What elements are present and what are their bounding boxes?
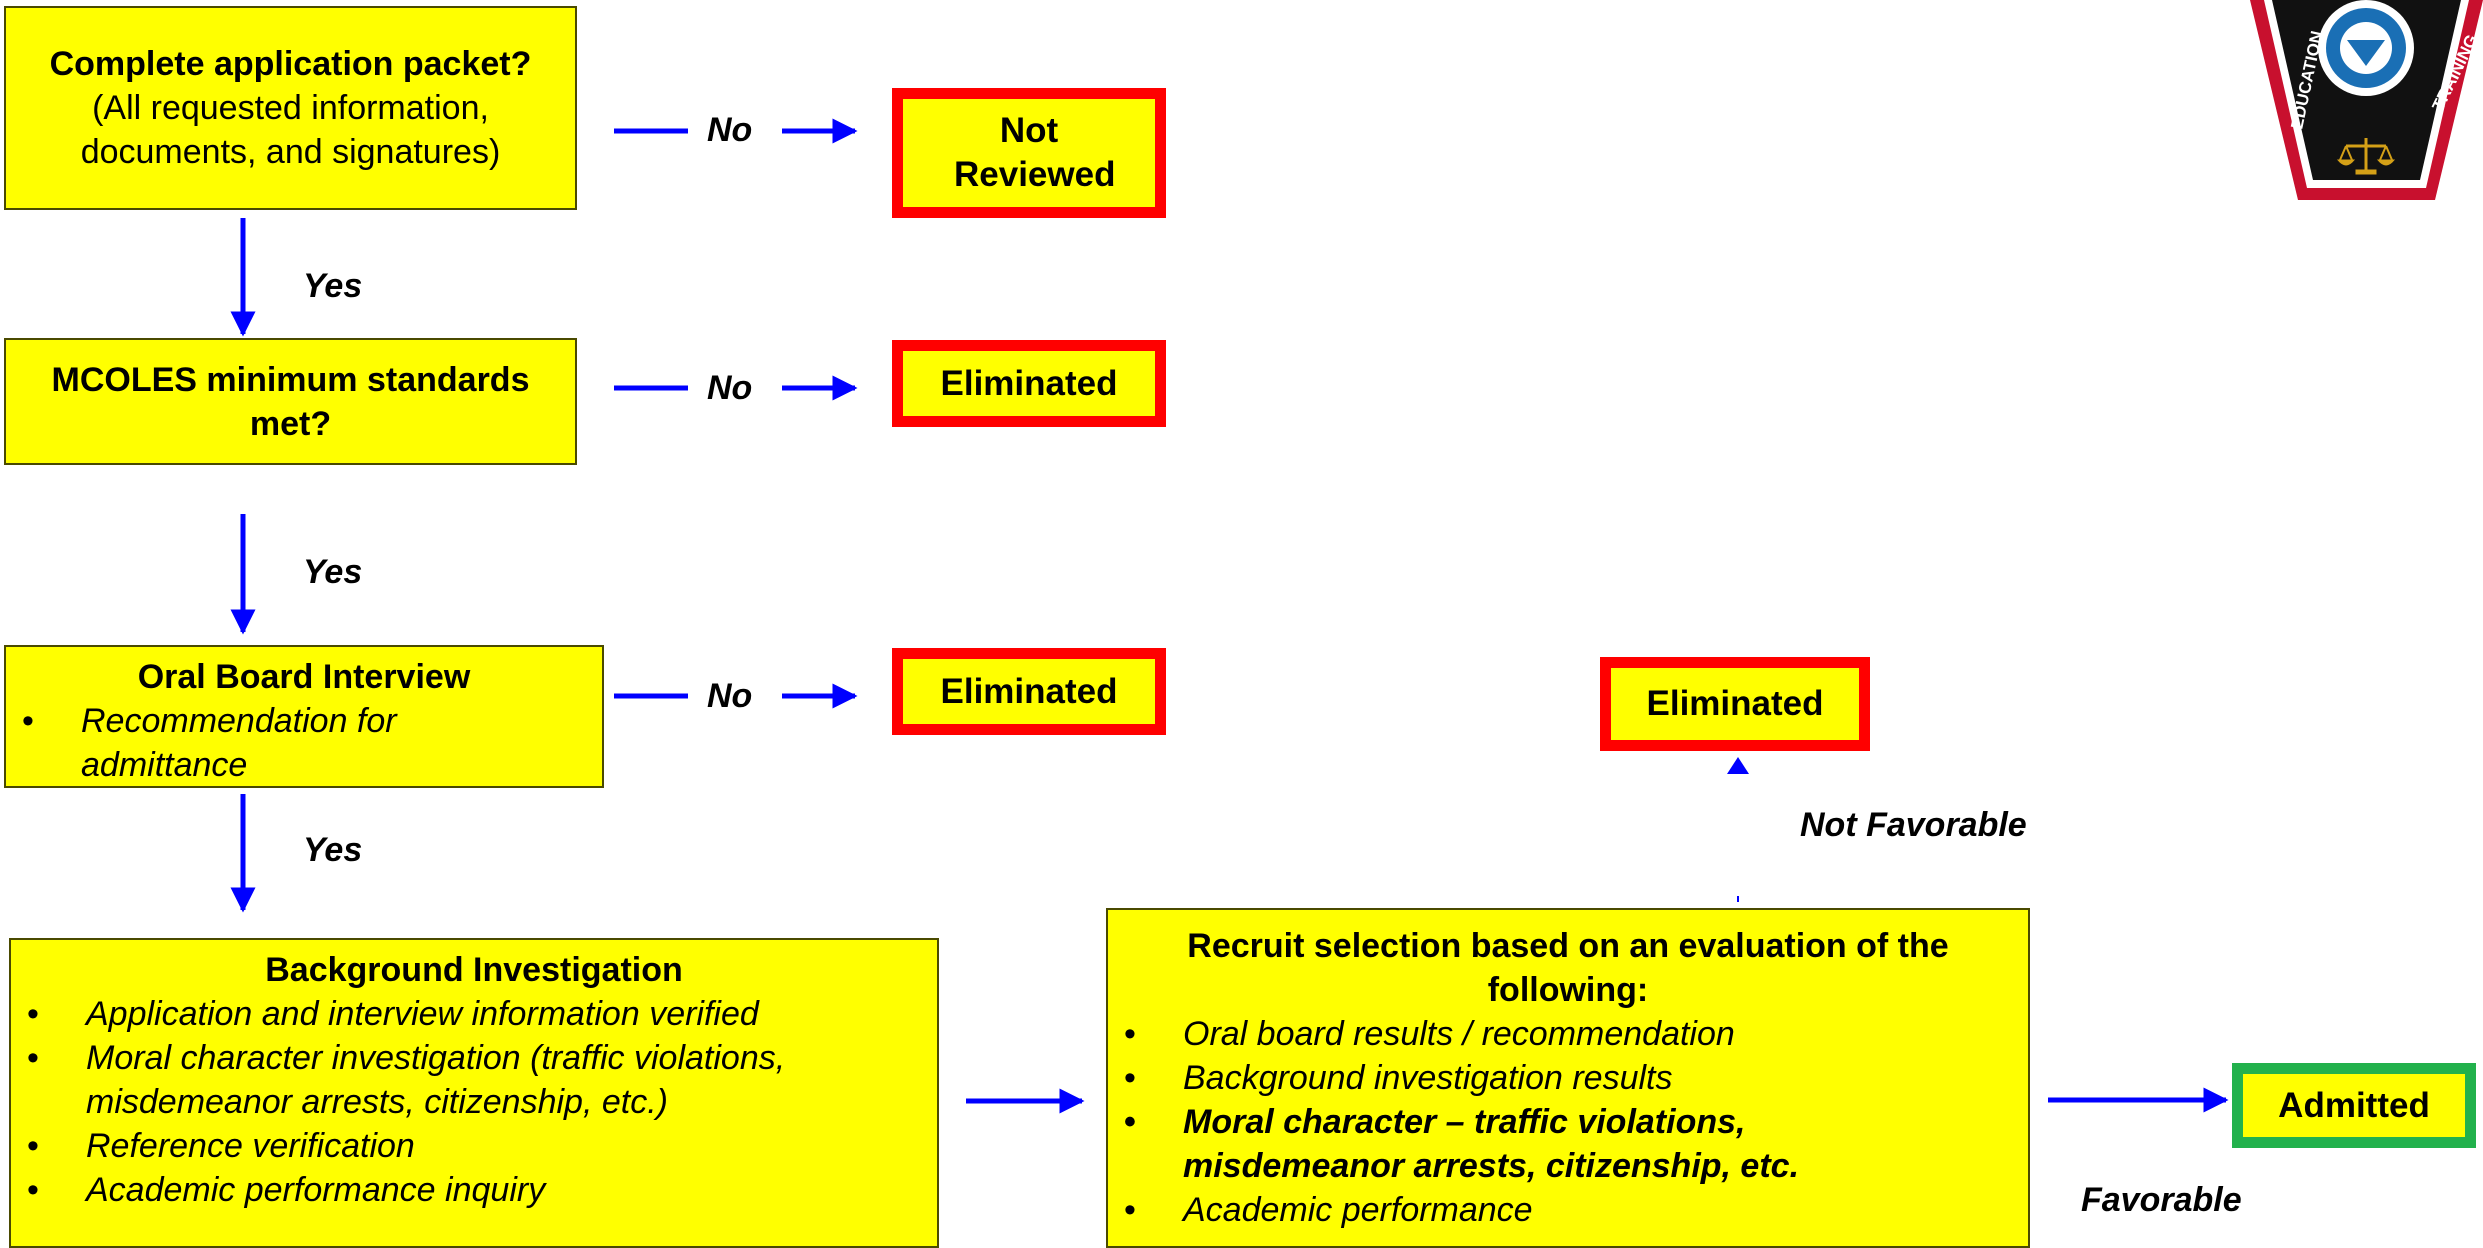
background-item: Application and interview information ve…: [11, 992, 871, 1036]
application-packet-sub1: (All requested information,: [92, 89, 489, 127]
academy-badge-logo: EDUCATION TRAINING: [2250, 0, 2483, 200]
favorable-label: Favorable: [2081, 1181, 2242, 1219]
not-reviewed-box: Not Reviewed: [892, 88, 1166, 218]
no-label: No: [707, 369, 753, 407]
selection-item: Academic performance: [1108, 1188, 1868, 1232]
not-favorable-label: Not Favorable: [1800, 806, 2027, 844]
background-item: Moral character investigation (traffic v…: [11, 1036, 871, 1124]
yes-label: Yes: [303, 831, 363, 869]
background-investigation-title: Background Investigation: [265, 951, 683, 989]
yes-label: Yes: [303, 553, 363, 591]
eliminated-box-3: Eliminated: [1600, 657, 1870, 751]
oral-board-box: Oral Board Interview Recommendation for …: [4, 645, 604, 788]
no-label: No: [707, 111, 753, 149]
eliminated-label: Eliminated: [940, 671, 1118, 711]
oral-board-title: Oral Board Interview: [137, 658, 471, 696]
mcoles-standards-box: MCOLES minimum standards met?: [4, 338, 577, 465]
admitted-label: Admitted: [2278, 1085, 2430, 1125]
background-item: Reference verification: [11, 1124, 871, 1168]
mcoles-title-line2: met?: [249, 404, 332, 443]
no-label: No: [707, 677, 753, 715]
selection-item: Oral board results / recommendation: [1108, 1012, 1868, 1056]
admitted-box: Admitted: [2232, 1063, 2476, 1148]
application-packet-sub2: documents, and signatures): [80, 133, 501, 171]
recruit-selection-box: Recruit selection based on an evaluation…: [1106, 908, 2030, 1248]
mcoles-title-line1: MCOLES minimum standards: [51, 360, 530, 399]
recruit-selection-title: Recruit selection based on an evaluation…: [1187, 927, 1949, 1009]
eliminated-box-1: Eliminated: [892, 340, 1166, 427]
not-reviewed-label: Not Reviewed: [954, 111, 1116, 194]
background-item: Academic performance inquiry: [11, 1168, 871, 1212]
selection-item: Background investigation results: [1108, 1056, 1868, 1100]
not-favorable-arrowhead: [1727, 757, 1749, 774]
yes-label: Yes: [303, 267, 363, 305]
eliminated-box-2: Eliminated: [892, 648, 1166, 735]
application-packet-box: Complete application packet? (All reques…: [4, 6, 577, 210]
oral-board-item: Recommendation for admittance: [6, 699, 466, 787]
background-investigation-box: Background Investigation Application and…: [9, 938, 939, 1248]
eliminated-label: Eliminated: [940, 363, 1118, 403]
eliminated-label: Eliminated: [1646, 684, 1824, 723]
selection-item: Moral character – traffic violations, mi…: [1108, 1100, 1868, 1188]
application-packet-title: Complete application packet?: [49, 45, 532, 83]
